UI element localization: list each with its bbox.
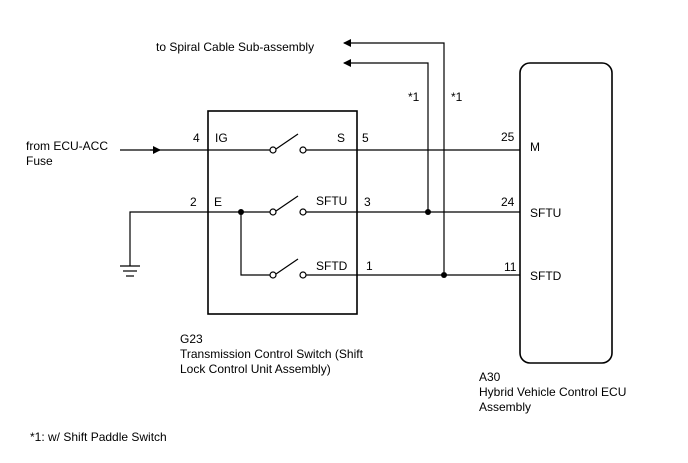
s-switch-blade [275, 133, 299, 150]
sftd-switch-contact-left [269, 271, 277, 279]
pin-ig-label: IG [215, 131, 228, 145]
from-fuse-label-2: Fuse [26, 154, 53, 168]
ecu-pin-sftd-label: SFTD [530, 269, 562, 283]
out-sftu-label: SFTU [316, 194, 347, 208]
sftu-junction-dot [425, 209, 431, 215]
pin-25-number: 25 [501, 130, 515, 144]
pin-4-number: 4 [193, 131, 200, 145]
ecu-name-line-1: Hybrid Vehicle Control ECU [479, 385, 626, 399]
ecu-name-line-2: Assembly [479, 400, 531, 414]
sftu-switch-contact-right [299, 208, 307, 216]
sftd-switch-contact-right [299, 271, 307, 279]
pin-5-number: 5 [362, 131, 369, 145]
pin-2-number: 2 [190, 195, 197, 209]
s-switch-contact-left [269, 146, 277, 154]
spiral-arrow-lower [343, 59, 429, 212]
ecu-code: A30 [479, 370, 501, 384]
pin-1-number: 1 [366, 259, 373, 273]
pin-3-number: 3 [364, 195, 371, 209]
from-fuse-label-1: from ECU-ACC [26, 139, 108, 153]
pin-11-number: 11 [504, 260, 517, 274]
note-mark-b: *1 [451, 90, 463, 104]
ecu-pin-m-label: M [530, 140, 540, 154]
sftu-switch-blade [275, 195, 299, 212]
footnote: *1: w/ Shift Paddle Switch [30, 430, 167, 444]
ecu-pin-sftu-label: SFTU [530, 206, 561, 220]
to-spiral-label: to Spiral Cable Sub-assembly [156, 40, 314, 54]
spiral-arrow-upper [343, 39, 445, 272]
pin-e-label: E [214, 195, 222, 209]
ecu-component-box [519, 62, 613, 364]
sftu-switch-contact-left [269, 208, 277, 216]
sftd-switch-blade [275, 258, 299, 275]
out-s-label: S [337, 131, 345, 145]
sftd-junction-dot [441, 272, 447, 278]
switch-name-line-1: Transmission Control Switch (Shift [180, 347, 364, 361]
ground-wire [129, 211, 208, 266]
sftd-switch-lead-in [240, 212, 270, 276]
note-mark-a: *1 [408, 90, 420, 104]
switch-name-line-2: Lock Control Unit Assembly) [180, 362, 331, 376]
pin-24-number: 24 [501, 195, 515, 209]
switch-code: G23 [180, 332, 203, 346]
out-sftd-label: SFTD [316, 259, 348, 273]
s-switch-contact-right [299, 146, 307, 154]
